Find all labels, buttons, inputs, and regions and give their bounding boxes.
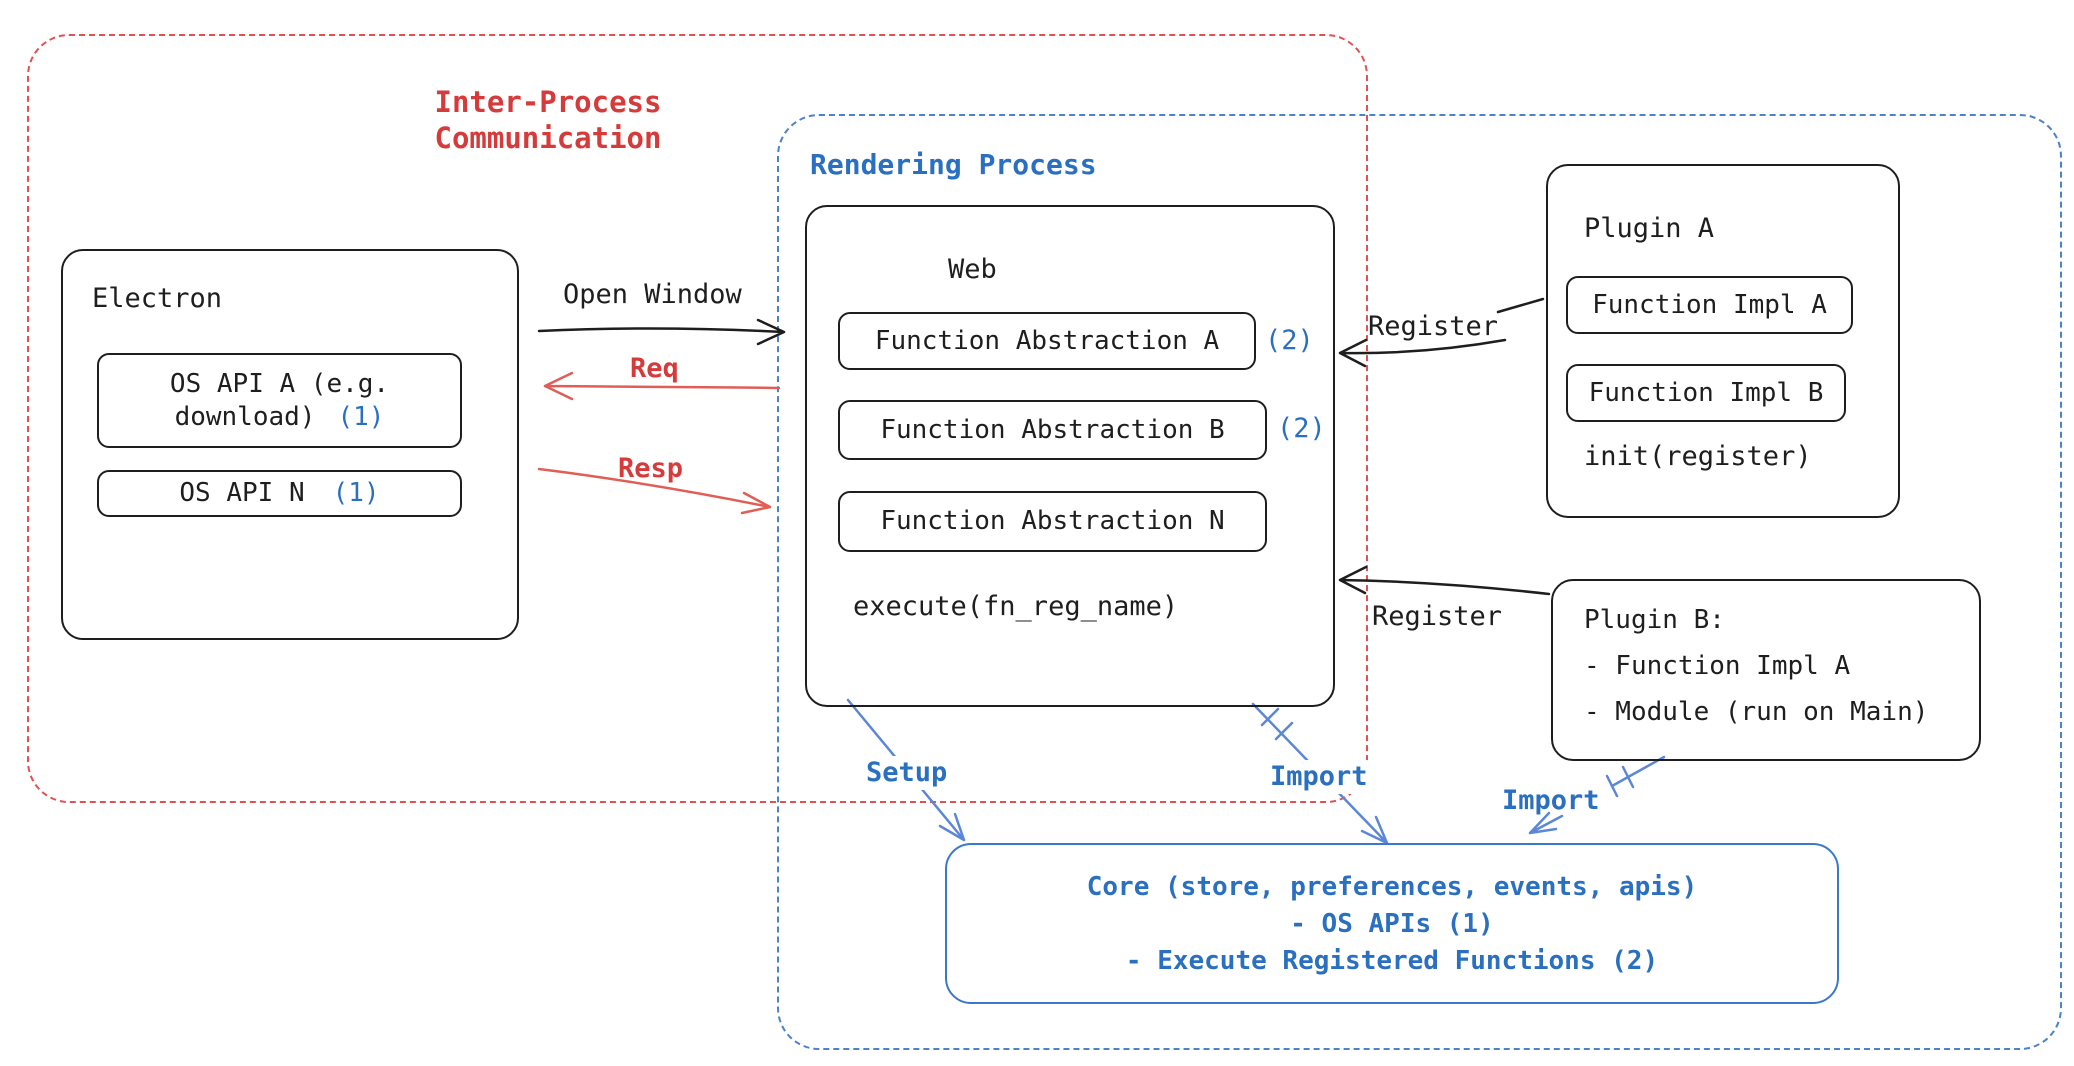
plugin-b-title: Plugin B: <box>1584 605 1725 635</box>
os-api-a-label-line2: download) (1) <box>175 401 385 434</box>
core-box: Core (store, preferences, events, apis) … <box>945 843 1839 1004</box>
function-abstraction-a-ref: (2) <box>1265 325 1314 356</box>
function-impl-b-box: Function Impl B <box>1566 364 1846 422</box>
os-api-n-box: OS API N (1) <box>97 470 462 517</box>
register-b-arrow-label: Register <box>1372 601 1503 632</box>
open-window-arrow-label: Open Window <box>563 279 742 310</box>
function-abstraction-n-box: Function Abstraction N <box>838 491 1267 552</box>
rendering-process-group-frame <box>777 114 2062 1050</box>
function-abstraction-a-label: Function Abstraction A <box>874 325 1220 356</box>
function-impl-a-label: Function Impl A <box>1592 289 1827 320</box>
os-api-a-label-line2-text: download) <box>174 401 316 432</box>
os-api-a-box: OS API A (e.g. download) (1) <box>97 353 462 448</box>
electron-title: Electron <box>92 283 223 314</box>
core-line-3: - Execute Registered Functions (2) <box>1125 945 1659 976</box>
electron-box <box>61 249 519 640</box>
function-abstraction-a-box: Function Abstraction A <box>838 312 1256 370</box>
plugin-b-box <box>1551 579 1981 761</box>
os-api-n-label: OS API N <box>179 478 305 508</box>
web-title: Web <box>948 254 997 285</box>
rendering-process-label: Rendering Process <box>810 148 1097 181</box>
function-abstraction-b-label: Function Abstraction B <box>880 414 1225 445</box>
function-abstraction-b-box: Function Abstraction B <box>838 400 1267 460</box>
os-api-a-label-line1: OS API A (e.g. <box>169 368 390 399</box>
setup-arrow-label: Setup <box>860 756 954 790</box>
function-abstraction-b-ref: (2) <box>1277 413 1326 444</box>
plugin-b-item-function-impl-a: - Function Impl A <box>1584 651 1851 681</box>
function-impl-b-label: Function Impl B <box>1588 377 1824 408</box>
os-api-a-ref: (1) <box>337 401 385 432</box>
execute-label: execute(fn_reg_name) <box>853 591 1179 622</box>
function-abstraction-n-label: Function Abstraction N <box>880 506 1225 536</box>
register-a-arrow-label: Register <box>1368 311 1499 342</box>
web-box <box>805 205 1335 707</box>
function-impl-a-box: Function Impl A <box>1566 276 1853 334</box>
init-register-label: init(register) <box>1584 441 1812 472</box>
core-line-2: - OS APIs (1) <box>1290 908 1494 939</box>
plugin-a-box <box>1546 164 1900 518</box>
core-line-1: Core (store, preferences, events, apis) <box>1086 871 1698 902</box>
ipc-group-label: Inter-Process Communication <box>434 85 662 155</box>
plugin-a-title: Plugin A <box>1584 213 1715 244</box>
ipc-group-frame <box>27 34 1368 803</box>
os-api-n-ref: (1) <box>332 478 380 508</box>
req-arrow-label: Req <box>630 353 679 384</box>
plugin-b-item-module-run-on-main: - Module (run on Main) <box>1584 697 1929 727</box>
import-plugin-arrow-label: Import <box>1502 785 1600 816</box>
resp-arrow-label: Resp <box>618 453 684 484</box>
import-web-arrow-label: Import <box>1264 760 1374 794</box>
